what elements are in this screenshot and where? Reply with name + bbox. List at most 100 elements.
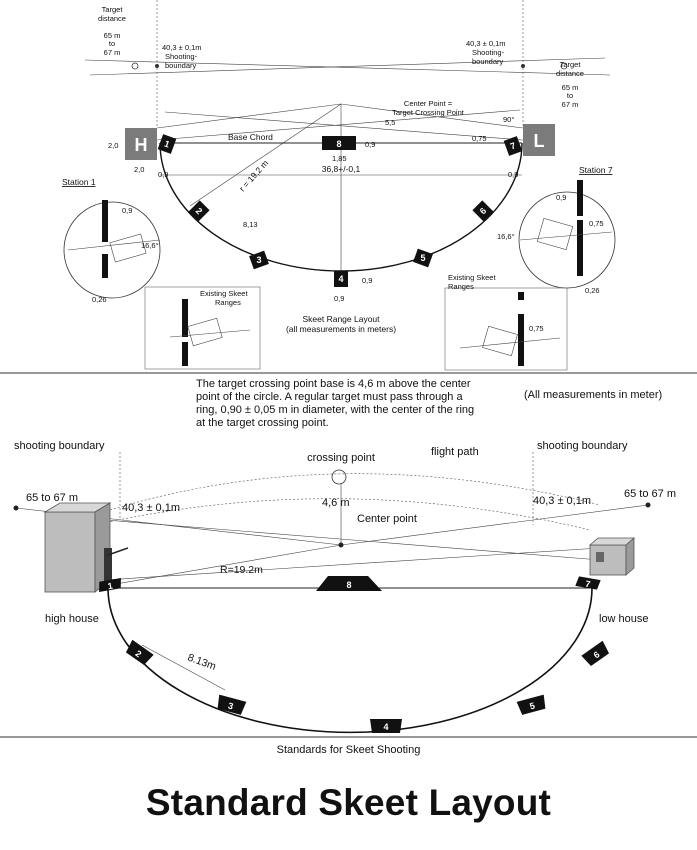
center-point-label-1: Center Point = — [404, 99, 453, 108]
target-distance-left-5: 67 m — [104, 48, 121, 57]
station7-box — [536, 217, 574, 251]
persp-center-point — [338, 542, 344, 548]
svg-text:1: 1 — [163, 138, 171, 149]
persp-station-arc — [107, 587, 593, 734]
persp-crossing-point: crossing point — [307, 452, 375, 464]
high-house-line — [156, 103, 342, 129]
perspective-diagram: shooting boundary shooting boundary cros… — [13, 440, 676, 734]
svg-text:7: 7 — [584, 579, 591, 590]
persp-boundary-left: shooting boundary — [14, 440, 105, 452]
svg-text:2: 2 — [194, 206, 205, 217]
existing-left-2: Ranges — [215, 298, 241, 307]
station7-d026: 0,26 — [585, 286, 600, 295]
station1-line — [67, 239, 161, 251]
svg-text:8: 8 — [346, 580, 351, 590]
dim-house-w: 2,0 — [134, 165, 144, 174]
dim-left-09: 0,9 — [158, 170, 168, 179]
target-distance-right-2: distance — [556, 69, 584, 78]
svg-text:3: 3 — [256, 255, 261, 265]
persp-target-left-point — [13, 505, 19, 511]
station7-d075: 0,75 — [589, 219, 604, 228]
persp-station-3: 3 — [217, 694, 247, 715]
cross-line-1 — [156, 109, 521, 141]
persp-dist-right: 65 to 67 m — [624, 488, 676, 500]
persp-center-label: Center point — [357, 513, 417, 525]
dim-angle-90: 90° — [503, 115, 514, 124]
target-point-left — [131, 62, 139, 70]
target-distance-left-4: to — [109, 39, 115, 48]
persp-flight-path: flight path — [431, 446, 479, 458]
target-distance-right-4: to — [567, 91, 573, 100]
low-house-line — [340, 103, 524, 129]
station-1: 1 — [157, 134, 177, 154]
existing-right-box — [444, 287, 568, 371]
station7-d09: 0,9 — [556, 193, 566, 202]
dim-cp-55: 5,5 — [385, 118, 395, 127]
station7-post-1 — [577, 180, 583, 216]
existing-left-1: Existing Skeet — [200, 289, 248, 298]
svg-text:1: 1 — [107, 581, 114, 592]
boundary-point-left — [155, 64, 159, 68]
station1-d09: 0,9 — [122, 206, 132, 215]
persp-station-6: 6 — [581, 640, 610, 667]
persp-station-1: 1 — [99, 577, 121, 593]
target-distance-left-2: distance — [98, 14, 126, 23]
target-line-right — [89, 57, 606, 76]
boundary-right-3: boundary — [472, 57, 504, 66]
station-5: 5 — [413, 248, 433, 268]
top-plan-diagram: H L 1 2 3 4 5 6 7 — [62, 0, 616, 371]
svg-text:5: 5 — [529, 700, 536, 711]
target-distance-left-1: Target — [102, 5, 124, 14]
dim-house-h: 2,0 — [108, 141, 118, 150]
layout-title-1: Skeet Range Layout — [302, 314, 380, 324]
boundary-right-2: Shooting- — [472, 48, 505, 57]
target-point-right — [560, 62, 568, 70]
target-distance-right-5: 67 m — [562, 100, 579, 109]
high-house-label: H — [135, 135, 148, 155]
persp-station-7: 7 — [575, 576, 601, 590]
caption: Standards for Skeet Shooting — [276, 744, 421, 756]
station-3: 3 — [249, 250, 269, 270]
persp-dist-left: 65 to 67 m — [26, 492, 78, 504]
svg-text:3: 3 — [227, 700, 234, 711]
station1-post-2 — [102, 254, 108, 278]
main-title: Standard Skeet Layout — [145, 782, 552, 823]
target-line-left — [84, 59, 611, 76]
station7-circle — [518, 191, 616, 289]
persp-813-line — [141, 644, 226, 691]
existing-right-square — [482, 325, 518, 357]
station-arc — [159, 142, 523, 272]
existing-right-post-1 — [518, 292, 524, 300]
boundary-left-3: boundary — [165, 61, 197, 70]
persp-station-8: 8 — [316, 576, 382, 591]
station-2: 2 — [188, 200, 210, 222]
station-6: 6 — [472, 200, 494, 222]
high-house — [125, 128, 157, 160]
persp-813: 8.13m — [186, 652, 218, 673]
station7-post-2 — [577, 220, 583, 276]
persp-high-house — [43, 502, 129, 593]
flight-path-arc-1 — [109, 473, 601, 511]
svg-text:7: 7 — [509, 140, 517, 151]
persp-target-right-point — [645, 502, 651, 508]
boundary-point-right — [521, 64, 525, 68]
boundary-right-1: 40,3 ± 0,1m — [466, 39, 506, 48]
existing-right-post-2 — [518, 314, 524, 366]
persp-radius: R=19.2m — [220, 564, 263, 576]
existing-left-box — [144, 286, 261, 370]
info-text: The target crossing point base is 4,6 m … — [196, 378, 475, 429]
target-distance-right-1: Target — [560, 60, 582, 69]
persp-low-house-label: low house — [599, 613, 649, 625]
low-house-label: L — [534, 131, 545, 151]
dim-cp-075: 0,75 — [472, 134, 487, 143]
chord-length-label: 36,8+/-0,1 — [322, 164, 361, 174]
layout-title-2: (all measurements in meters) — [286, 324, 396, 334]
existing-left-post-2 — [182, 342, 188, 366]
station-4: 4 — [334, 271, 348, 287]
station1-post-1 — [102, 200, 108, 242]
persp-boundary-dim-right: 40,3 ± 0,1m — [533, 495, 591, 507]
svg-text:4: 4 — [383, 722, 388, 732]
station7-angle: 16,6° — [497, 232, 515, 241]
persp-radius-line — [109, 544, 342, 586]
persp-station-4: 4 — [370, 719, 402, 733]
